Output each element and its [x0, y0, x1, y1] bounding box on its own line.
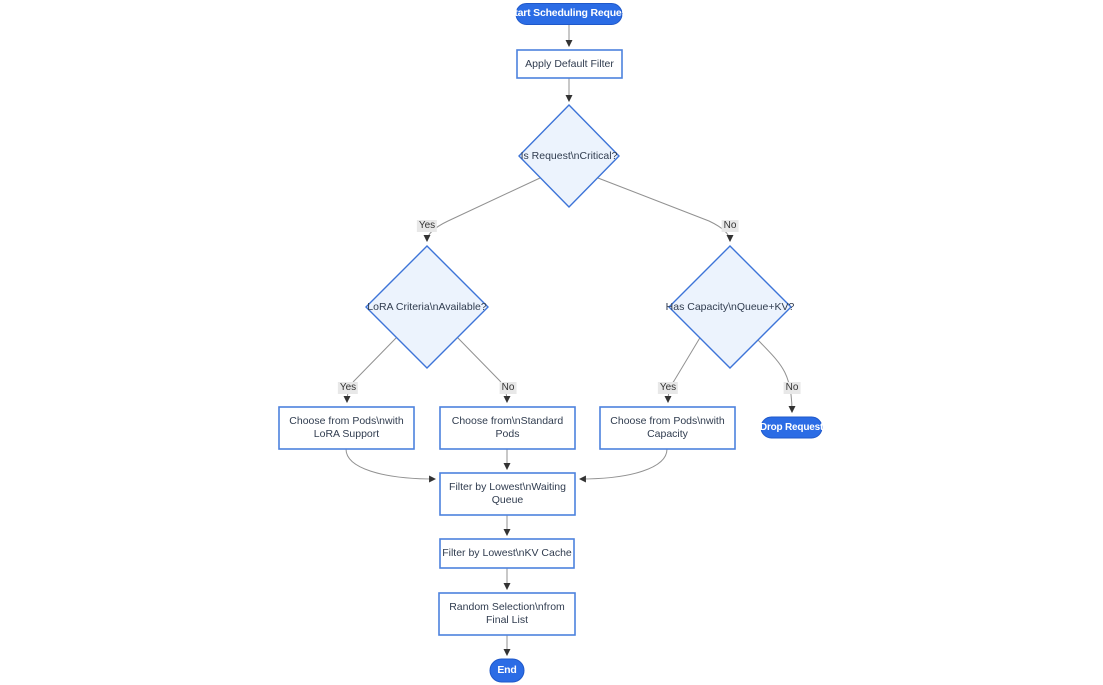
edge-label-lora-yes: Yes: [337, 382, 359, 394]
is-critical-diamond: [518, 104, 620, 208]
edge-capacityPods-to-queue: [578, 448, 668, 483]
apply-filter-shape: [516, 49, 623, 79]
edge-label-lora-no: No: [499, 382, 517, 394]
edge-label-capacity-no: No: [783, 382, 801, 394]
drop-request-shape: [760, 416, 823, 439]
edge-loraPods-to-queue: [345, 448, 437, 483]
choose-standard-shape: [439, 406, 576, 450]
random-selection-shape: [438, 592, 576, 636]
edge-label-critical-no: No: [721, 220, 739, 232]
filter-queue-shape: [439, 472, 576, 516]
start-node-shape: [515, 3, 623, 25]
has-capacity-diamond: [668, 245, 792, 369]
edge-critical-no: [597, 177, 734, 243]
edge-capacity-no: [756, 338, 796, 414]
edge-label-critical-yes: Yes: [416, 220, 438, 232]
choose-lora-shape: [278, 406, 415, 450]
filter-kv-shape: [439, 538, 575, 569]
edge-critical-yes: [423, 177, 541, 243]
edge-label-capacity-yes: Yes: [657, 382, 679, 394]
end-node-shape: [489, 658, 525, 683]
choose-capacity-shape: [599, 406, 736, 450]
lora-criteria-diamond: [365, 245, 489, 369]
